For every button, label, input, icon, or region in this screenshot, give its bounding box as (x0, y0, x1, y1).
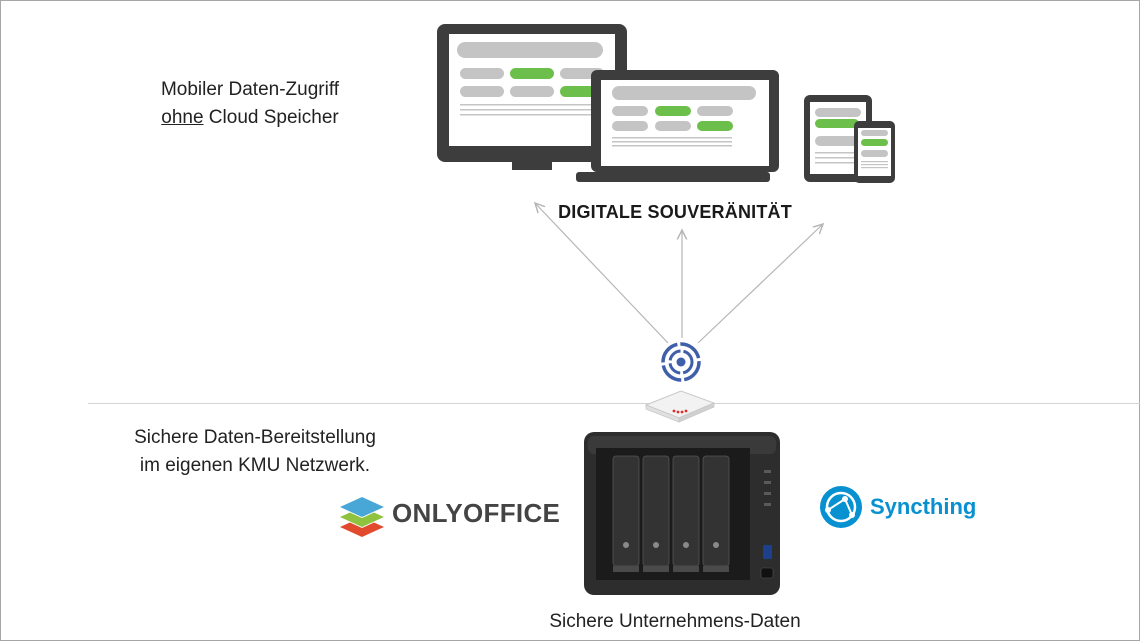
local-provision-line1: Sichere Daten-Bereitstellung (134, 427, 376, 448)
access-arrows (535, 203, 823, 344)
nas-label: Sichere Unternehmens-Daten (549, 611, 801, 632)
mobile-access-underlined-word: ohne (161, 107, 204, 128)
nas-server-icon (584, 432, 780, 595)
mobile-access-line1: Mobiler Daten-Zugriff (160, 79, 340, 100)
mobile-access-label: Mobiler Daten-Zugriff ohne Cloud Speiche… (120, 76, 380, 132)
onlyoffice-label: ONLYOFFICE (392, 498, 561, 528)
desktop-monitor-icon (437, 24, 627, 170)
syncthing-logo-icon (820, 486, 862, 528)
mobile-access-line2-rest: Cloud Speicher (203, 107, 339, 128)
router-icon (644, 390, 716, 423)
arrow-to-desktop (535, 203, 669, 344)
onlyoffice-logo-icon (340, 497, 384, 537)
vpn-target-icon (661, 342, 701, 382)
local-provision-line2: im eigenen KMU Netzwerk. (139, 455, 371, 476)
local-provision-label: Sichere Daten-Bereitstellung im eigenen … (100, 424, 410, 480)
smartphone-icon (854, 121, 895, 183)
arrow-to-mobile (697, 224, 823, 344)
sovereignty-label: DIGITALE SOUVERÄNITÄT (558, 202, 792, 222)
laptop-icon (576, 70, 779, 182)
mobile-access-line2: ohne Cloud Speicher (120, 104, 380, 132)
network-divider-line (88, 403, 1140, 404)
syncthing-label: Syncthing (870, 494, 977, 519)
